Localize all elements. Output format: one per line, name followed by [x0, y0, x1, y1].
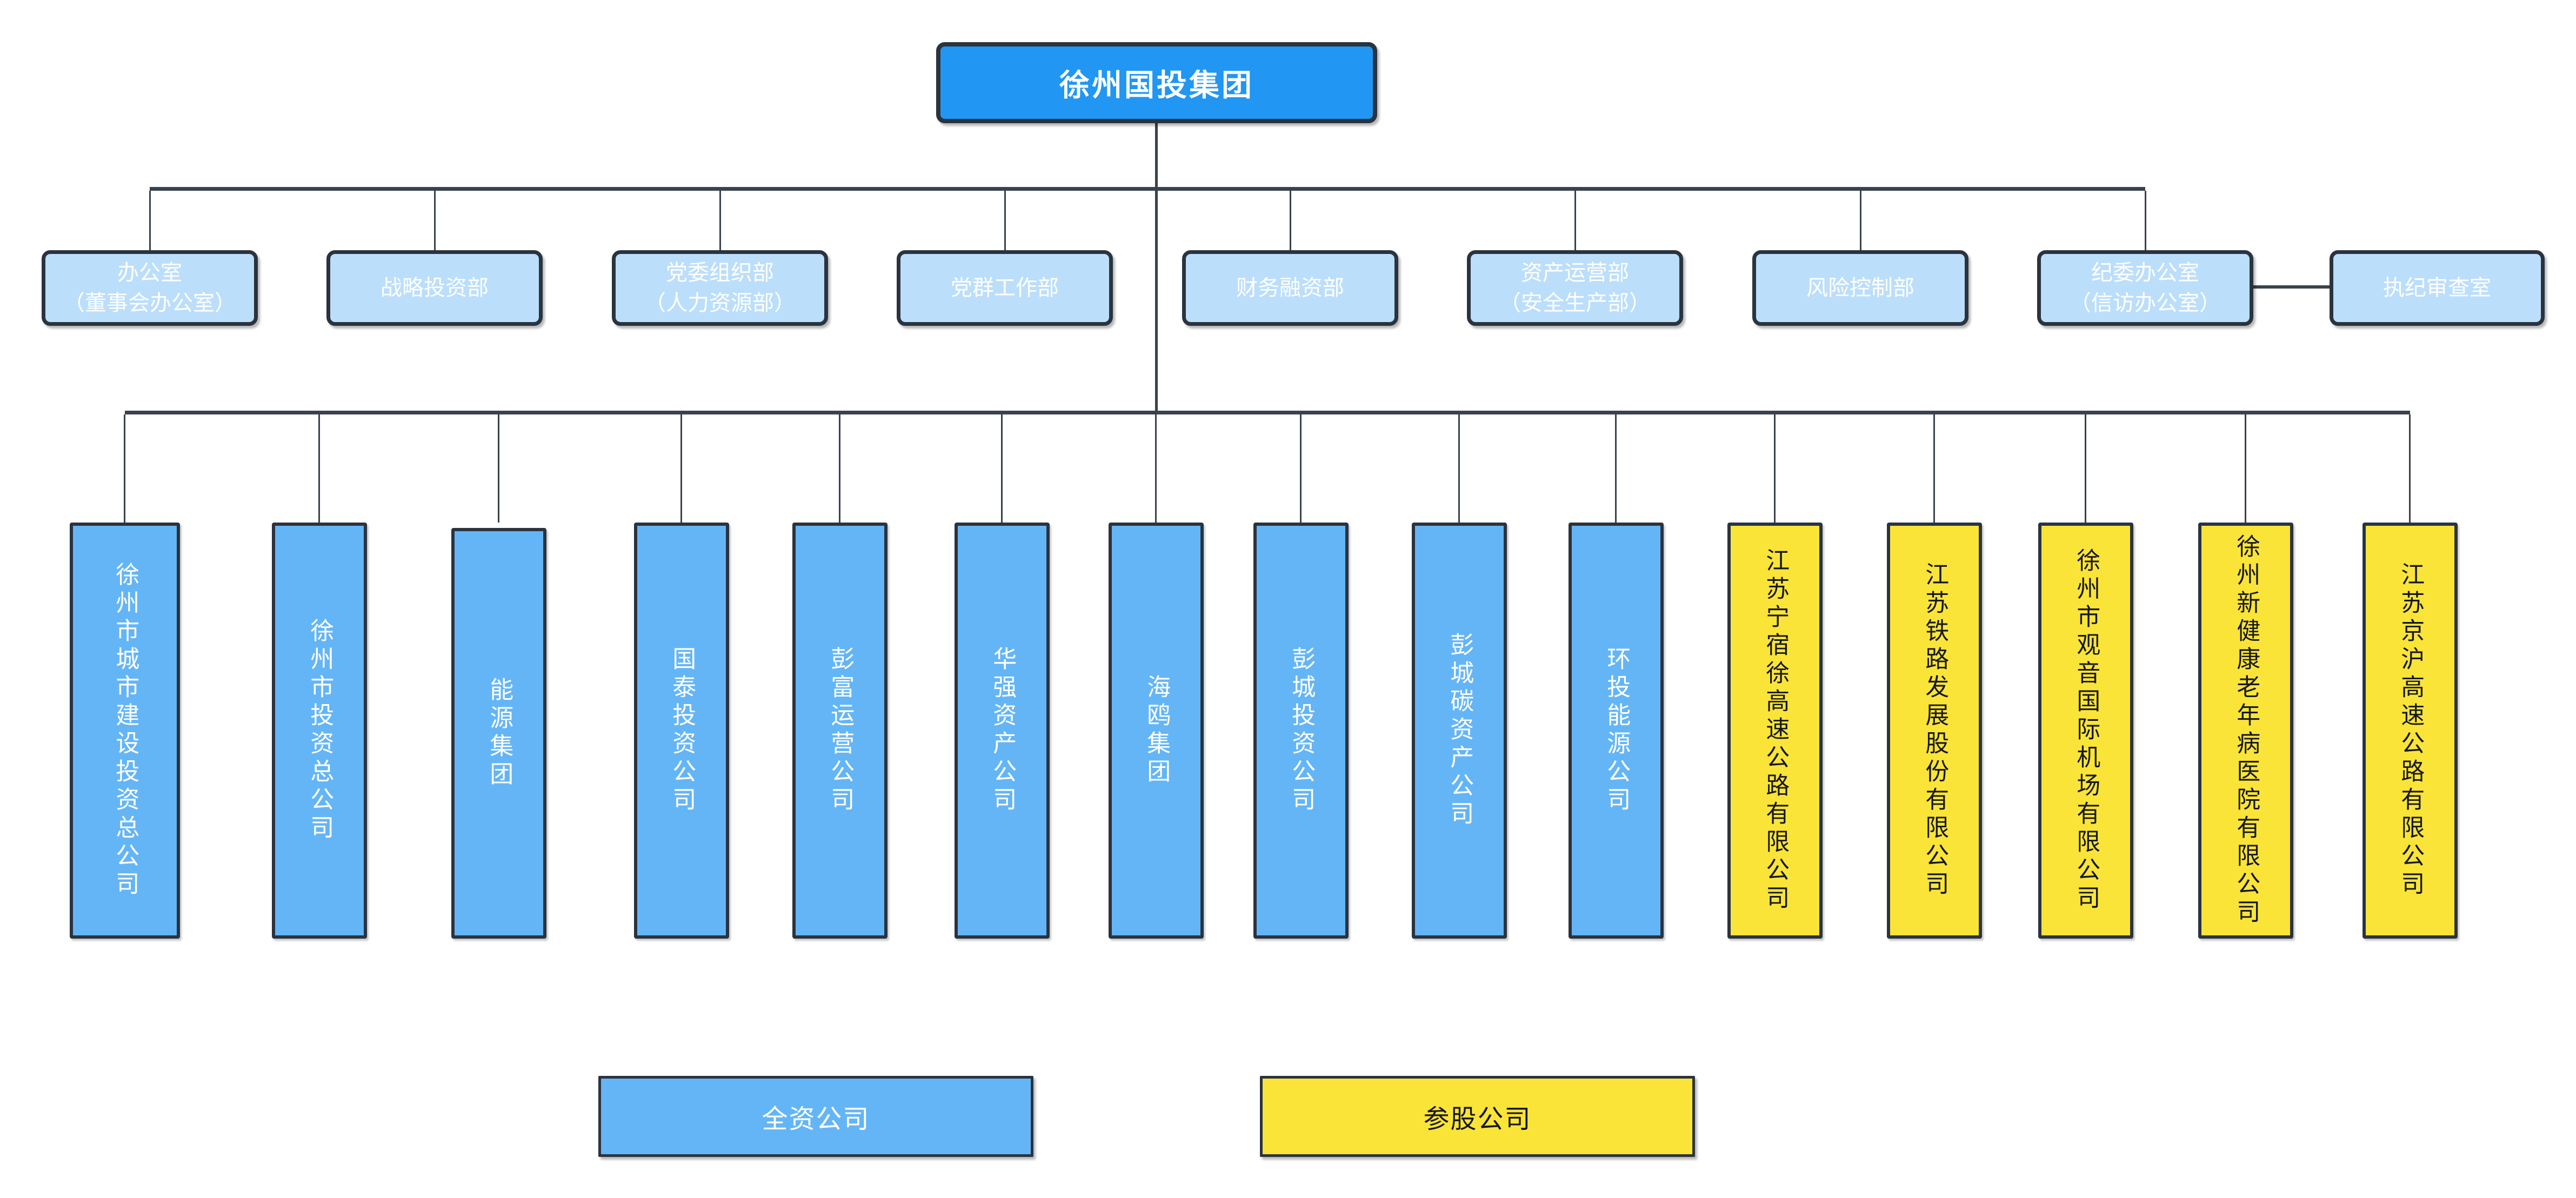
department-box: 执纪审查室: [2330, 250, 2545, 326]
connector-drop: [318, 414, 320, 523]
company-label: 徐州市观音国际机场有限公司: [2073, 548, 2100, 913]
root-company-label: 徐州国投集团: [1059, 68, 1254, 102]
department-box: 党委组织部 （人力资源部）: [612, 250, 828, 326]
company-box: 华强资产公司: [955, 523, 1050, 939]
connector-drop: [498, 414, 499, 523]
root-company-box: 徐州国投集团: [936, 42, 1377, 123]
company-box: 江苏铁路发展股份有限公司: [1887, 523, 1982, 939]
connector-drop: [1933, 414, 1935, 523]
connector-department-bus: [150, 187, 2145, 191]
connector-drop: [839, 414, 840, 523]
connector-drop: [1574, 191, 1576, 250]
company-label: 国泰投资公司: [669, 646, 696, 815]
department-label: 财务融资部: [1236, 276, 1344, 300]
company-box: 环投能源公司: [1569, 523, 1664, 939]
legend-wholly-owned: 全资公司: [598, 1076, 1033, 1157]
connector-drop: [719, 191, 721, 250]
connector-drop: [2145, 191, 2146, 250]
department-box: 风险控制部: [1752, 250, 1968, 326]
department-box: 战略投资部: [326, 250, 543, 326]
legend-equity-label: 参股公司: [1423, 1105, 1532, 1134]
company-box: 徐州市观音国际机场有限公司: [2038, 523, 2133, 939]
connector-drop: [434, 191, 436, 250]
company-box: 江苏宁宿徐高速公路有限公司: [1727, 523, 1823, 939]
company-label: 徐州市投资总公司: [306, 618, 333, 843]
department-label: 风险控制部: [1806, 276, 1914, 300]
connector-side-link: [2252, 285, 2330, 289]
department-label: 党群工作部: [951, 276, 1059, 300]
company-box: 徐州市投资总公司: [272, 523, 367, 939]
connector-drop: [124, 414, 125, 523]
connector-drop: [1290, 191, 1291, 250]
connector-drop: [2245, 414, 2246, 523]
company-box: 彭城碳资产公司: [1412, 523, 1507, 939]
company-box: 彭富运营公司: [792, 523, 887, 939]
department-box: 办公室 （董事会办公室）: [42, 250, 258, 326]
connector-drop: [1615, 414, 1617, 523]
company-label: 彭城碳资产公司: [1446, 632, 1473, 829]
company-label: 彭城投资公司: [1288, 646, 1315, 815]
connector-drop: [149, 191, 151, 250]
connector-drop: [1774, 414, 1776, 523]
connector-trunk: [1155, 123, 1158, 414]
company-box: 海鸥集团: [1109, 523, 1204, 939]
company-box: 国泰投资公司: [634, 523, 729, 939]
legend-wholly-owned-label: 全资公司: [762, 1105, 870, 1134]
department-box: 党群工作部: [897, 250, 1113, 326]
company-label: 徐州新健康老年病医院有限公司: [2233, 534, 2260, 927]
company-label: 海鸥集团: [1143, 674, 1170, 787]
company-label: 江苏铁路发展股份有限公司: [1921, 562, 1948, 899]
connector-drop: [1001, 414, 1003, 523]
company-box: 彭城投资公司: [1253, 523, 1349, 939]
company-label: 江苏京沪高速公路有限公司: [2397, 562, 2424, 899]
department-label: 党委组织部 （人力资源部）: [644, 261, 796, 315]
department-box: 财务融资部: [1182, 250, 1398, 326]
company-box: 江苏京沪高速公路有限公司: [2363, 523, 2458, 939]
company-label: 江苏宁宿徐高速公路有限公司: [1762, 548, 1789, 913]
connector-drop: [680, 414, 682, 523]
company-box: 徐州市城市建设投资总公司: [70, 523, 180, 939]
company-box: 徐州新健康老年病医院有限公司: [2198, 523, 2293, 939]
connector-drop: [1860, 191, 1861, 250]
connector-drop: [1004, 191, 1006, 250]
connector-company-bus: [125, 411, 2410, 414]
company-label: 环投能源公司: [1603, 646, 1630, 815]
department-box: 纪委办公室 （信访办公室）: [2037, 250, 2253, 326]
department-label: 纪委办公室 （信访办公室）: [2070, 261, 2221, 315]
company-label: 徐州市城市建设投资总公司: [112, 562, 139, 899]
company-label: 华强资产公司: [989, 646, 1016, 815]
company-label: 彭富运营公司: [827, 646, 854, 815]
connector-drop: [1155, 414, 1157, 523]
company-label: 能源集团: [486, 677, 513, 789]
connector-drop: [1300, 414, 1302, 523]
department-label: 办公室 （董事会办公室）: [63, 261, 236, 315]
legend-equity: 参股公司: [1260, 1076, 1695, 1157]
department-label: 执纪审查室: [2383, 276, 2491, 300]
connector-drop: [2409, 414, 2411, 523]
company-box: 能源集团: [451, 528, 546, 939]
department-label: 资产运营部 （安全生产部）: [1499, 261, 1651, 315]
department-label: 战略投资部: [381, 276, 489, 300]
department-box: 资产运营部 （安全生产部）: [1467, 250, 1683, 326]
connector-drop: [1458, 414, 1460, 523]
connector-drop: [2085, 414, 2086, 523]
